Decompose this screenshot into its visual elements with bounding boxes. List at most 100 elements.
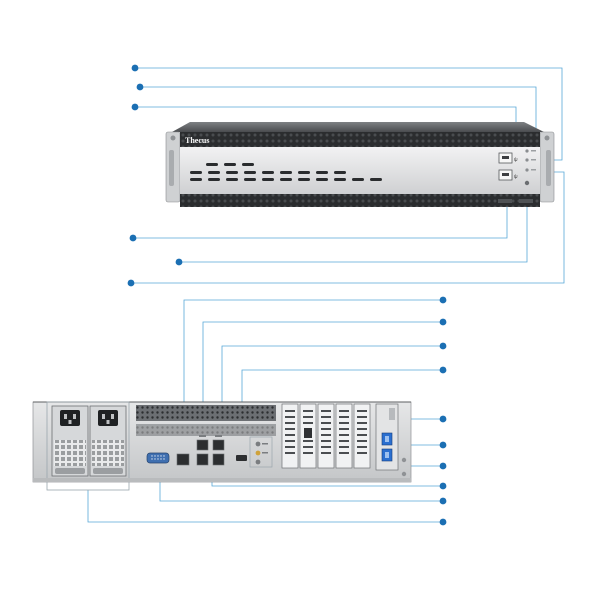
slot-vent xyxy=(339,434,349,436)
bay-mark xyxy=(224,163,236,166)
bay-mark xyxy=(298,171,310,174)
expansion-card-port[interactable] xyxy=(304,428,312,438)
callout-line-rear-4 xyxy=(241,369,443,406)
bay-mark xyxy=(226,171,238,174)
bay-mark xyxy=(316,178,328,181)
lan-port-2[interactable] xyxy=(196,439,209,451)
slot-vent xyxy=(321,416,331,418)
port-label xyxy=(199,435,206,437)
slot-vent xyxy=(285,410,295,412)
bay-mark xyxy=(262,171,274,174)
bay-mark xyxy=(206,163,218,166)
callout-dot-rear-1 xyxy=(439,296,447,304)
slot-vent xyxy=(357,440,367,442)
port-label xyxy=(262,452,268,454)
chassis-screw xyxy=(401,471,407,477)
power-button[interactable] xyxy=(524,180,530,186)
rear-bottom-rail xyxy=(33,478,411,482)
slot-vent xyxy=(321,440,331,442)
psu-2-handle[interactable] xyxy=(93,468,123,474)
psu-1-handle[interactable] xyxy=(55,468,85,474)
front-bottom-vent xyxy=(180,194,540,207)
callout-line-front-1 xyxy=(135,67,563,161)
lan-port-3[interactable] xyxy=(196,453,209,466)
handle-right xyxy=(546,150,551,186)
audio-jack-2[interactable] xyxy=(255,450,261,456)
slot-vent xyxy=(357,452,367,454)
led-label xyxy=(531,169,536,171)
callout-dot-front-1 xyxy=(131,64,139,72)
callout-dot-rear-5 xyxy=(439,415,447,423)
slot-vent xyxy=(303,416,313,418)
hdmi-port[interactable] xyxy=(236,455,247,461)
slot-vent xyxy=(357,410,367,412)
slot-vent xyxy=(357,416,367,418)
slot-vent xyxy=(303,410,313,412)
lan-port-4[interactable] xyxy=(212,439,225,451)
callout-dot-rear-2 xyxy=(439,318,447,326)
inlet-pin xyxy=(73,414,76,419)
bay-mark xyxy=(244,171,256,174)
callout-line-rear-1 xyxy=(183,299,443,406)
callout-dot-rear-3 xyxy=(439,342,447,350)
slot-vent xyxy=(321,446,331,448)
bay-mark xyxy=(298,178,310,181)
audio-jack-1[interactable] xyxy=(255,441,261,447)
slot-label xyxy=(389,408,395,420)
slot-vent xyxy=(285,416,295,418)
bay-mark xyxy=(208,171,220,174)
slot-vent xyxy=(321,434,331,436)
callout-dot-rear-6 xyxy=(439,441,447,449)
bay-mark xyxy=(242,163,254,166)
bay-mark xyxy=(352,178,364,181)
slot-vent xyxy=(285,446,295,448)
status-led-1 xyxy=(525,149,529,153)
port-label xyxy=(215,435,222,437)
port-label xyxy=(262,443,268,445)
slot-vent xyxy=(285,440,295,442)
inlet-pin xyxy=(64,414,67,419)
handle-left xyxy=(169,150,174,186)
rear-vent-top xyxy=(136,405,276,421)
bay-mark xyxy=(334,178,346,181)
callout-dot-front-3 xyxy=(131,103,139,111)
psu-bay-frame xyxy=(46,401,130,491)
slot-vent xyxy=(321,428,331,430)
lan-port-1[interactable] xyxy=(176,453,190,466)
bay-mark xyxy=(334,171,346,174)
led-label xyxy=(531,159,536,161)
audio-jack-3[interactable] xyxy=(255,459,261,465)
callout-line-rear-10 xyxy=(87,490,443,523)
slot-vent xyxy=(321,410,331,412)
slot-vent xyxy=(339,440,349,442)
slot-vent xyxy=(321,452,331,454)
front-top-vent xyxy=(180,132,540,147)
front-bezel xyxy=(180,147,540,194)
drive-bay-indicators xyxy=(190,163,382,181)
bay-mark xyxy=(190,178,202,181)
bay-mark xyxy=(226,178,238,181)
bay-mark xyxy=(370,178,382,181)
slot-vent xyxy=(285,422,295,424)
usb-tongue xyxy=(502,173,509,176)
lan-port-5[interactable] xyxy=(212,453,225,466)
slot-vent xyxy=(339,446,349,448)
slot-vent xyxy=(339,410,349,412)
slot-vent xyxy=(339,422,349,424)
slot-vent xyxy=(357,422,367,424)
callout-line-front-6 xyxy=(131,171,565,284)
slot-vent xyxy=(285,452,295,454)
callout-dot-rear-10 xyxy=(439,518,447,526)
ear-screw xyxy=(544,135,550,141)
slot-vent xyxy=(285,434,295,436)
callout-dot-rear-8 xyxy=(439,482,447,490)
callout-line-front-4 xyxy=(133,200,508,239)
vga-port[interactable] xyxy=(146,452,170,464)
usb-symbol-icon: ψ xyxy=(514,157,518,163)
inlet-pin xyxy=(111,414,114,419)
chassis-top xyxy=(172,122,544,132)
bay-mark xyxy=(208,178,220,181)
chassis-screw xyxy=(401,457,407,463)
psu-2-fan-grill xyxy=(92,440,124,466)
